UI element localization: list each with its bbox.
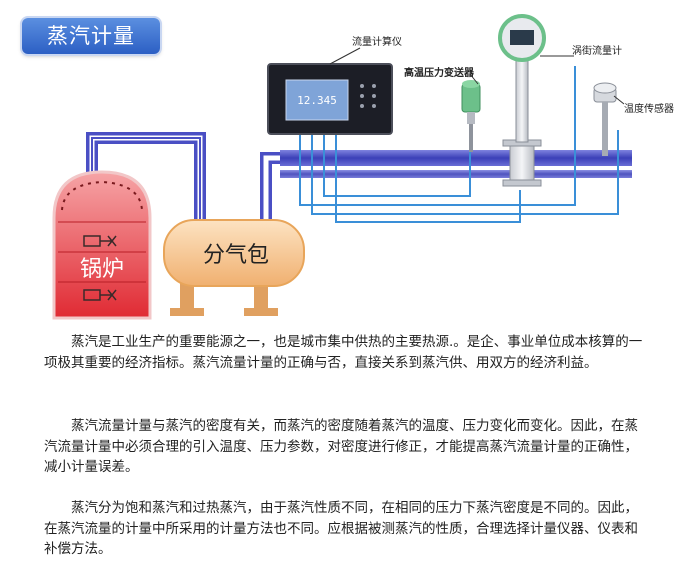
temperature-sensor-label: 温度传感器	[624, 102, 674, 115]
paragraph-2: 蒸汽流量计量与蒸汽的密度有关，而蒸汽的密度随着蒸汽的温度、压力变化而变化。因此，…	[44, 418, 638, 475]
section-title: 蒸汽计量	[22, 18, 160, 54]
signal-cables	[299, 66, 619, 223]
vortex-flowmeter-label: 涡街流量计	[572, 44, 622, 57]
vortex-flowmeter: 涡街流量计	[498, 14, 622, 187]
temperature-sensor: 温度传感器	[593, 82, 674, 156]
boiler: 锅炉	[52, 170, 152, 320]
burner-icon	[83, 235, 117, 301]
flow-computer-display: 12.345	[297, 94, 337, 107]
main-steam-pipe	[280, 150, 632, 166]
boiler-label: 锅炉	[80, 257, 124, 282]
paragraph-1: 蒸汽是工业生产的重要能源之一，也是城市集中供热的主要热源.。是企、事业单位成本核…	[44, 334, 643, 371]
steam-metering-diagram: 锅炉 分气包 12.345 流量计算仪 高温压力变送器	[52, 14, 674, 320]
pressure-transmitter-label: 高温压力变送器	[404, 66, 475, 79]
steam-header-label: 分气包	[203, 243, 269, 268]
flow-computer-label: 流量计算仪	[352, 35, 402, 48]
flow-computer: 12.345 流量计算仪	[267, 35, 402, 135]
pressure-transmitter: 高温压力变送器	[404, 66, 481, 152]
paragraph-3: 蒸汽分为饱和蒸汽和过热蒸汽，由于蒸汽性质不同，在相同的压力下蒸汽密度是不同的。因…	[44, 500, 638, 557]
steam-pipe-boiler-to-header	[86, 132, 206, 225]
steam-header: 分气包	[163, 219, 305, 316]
